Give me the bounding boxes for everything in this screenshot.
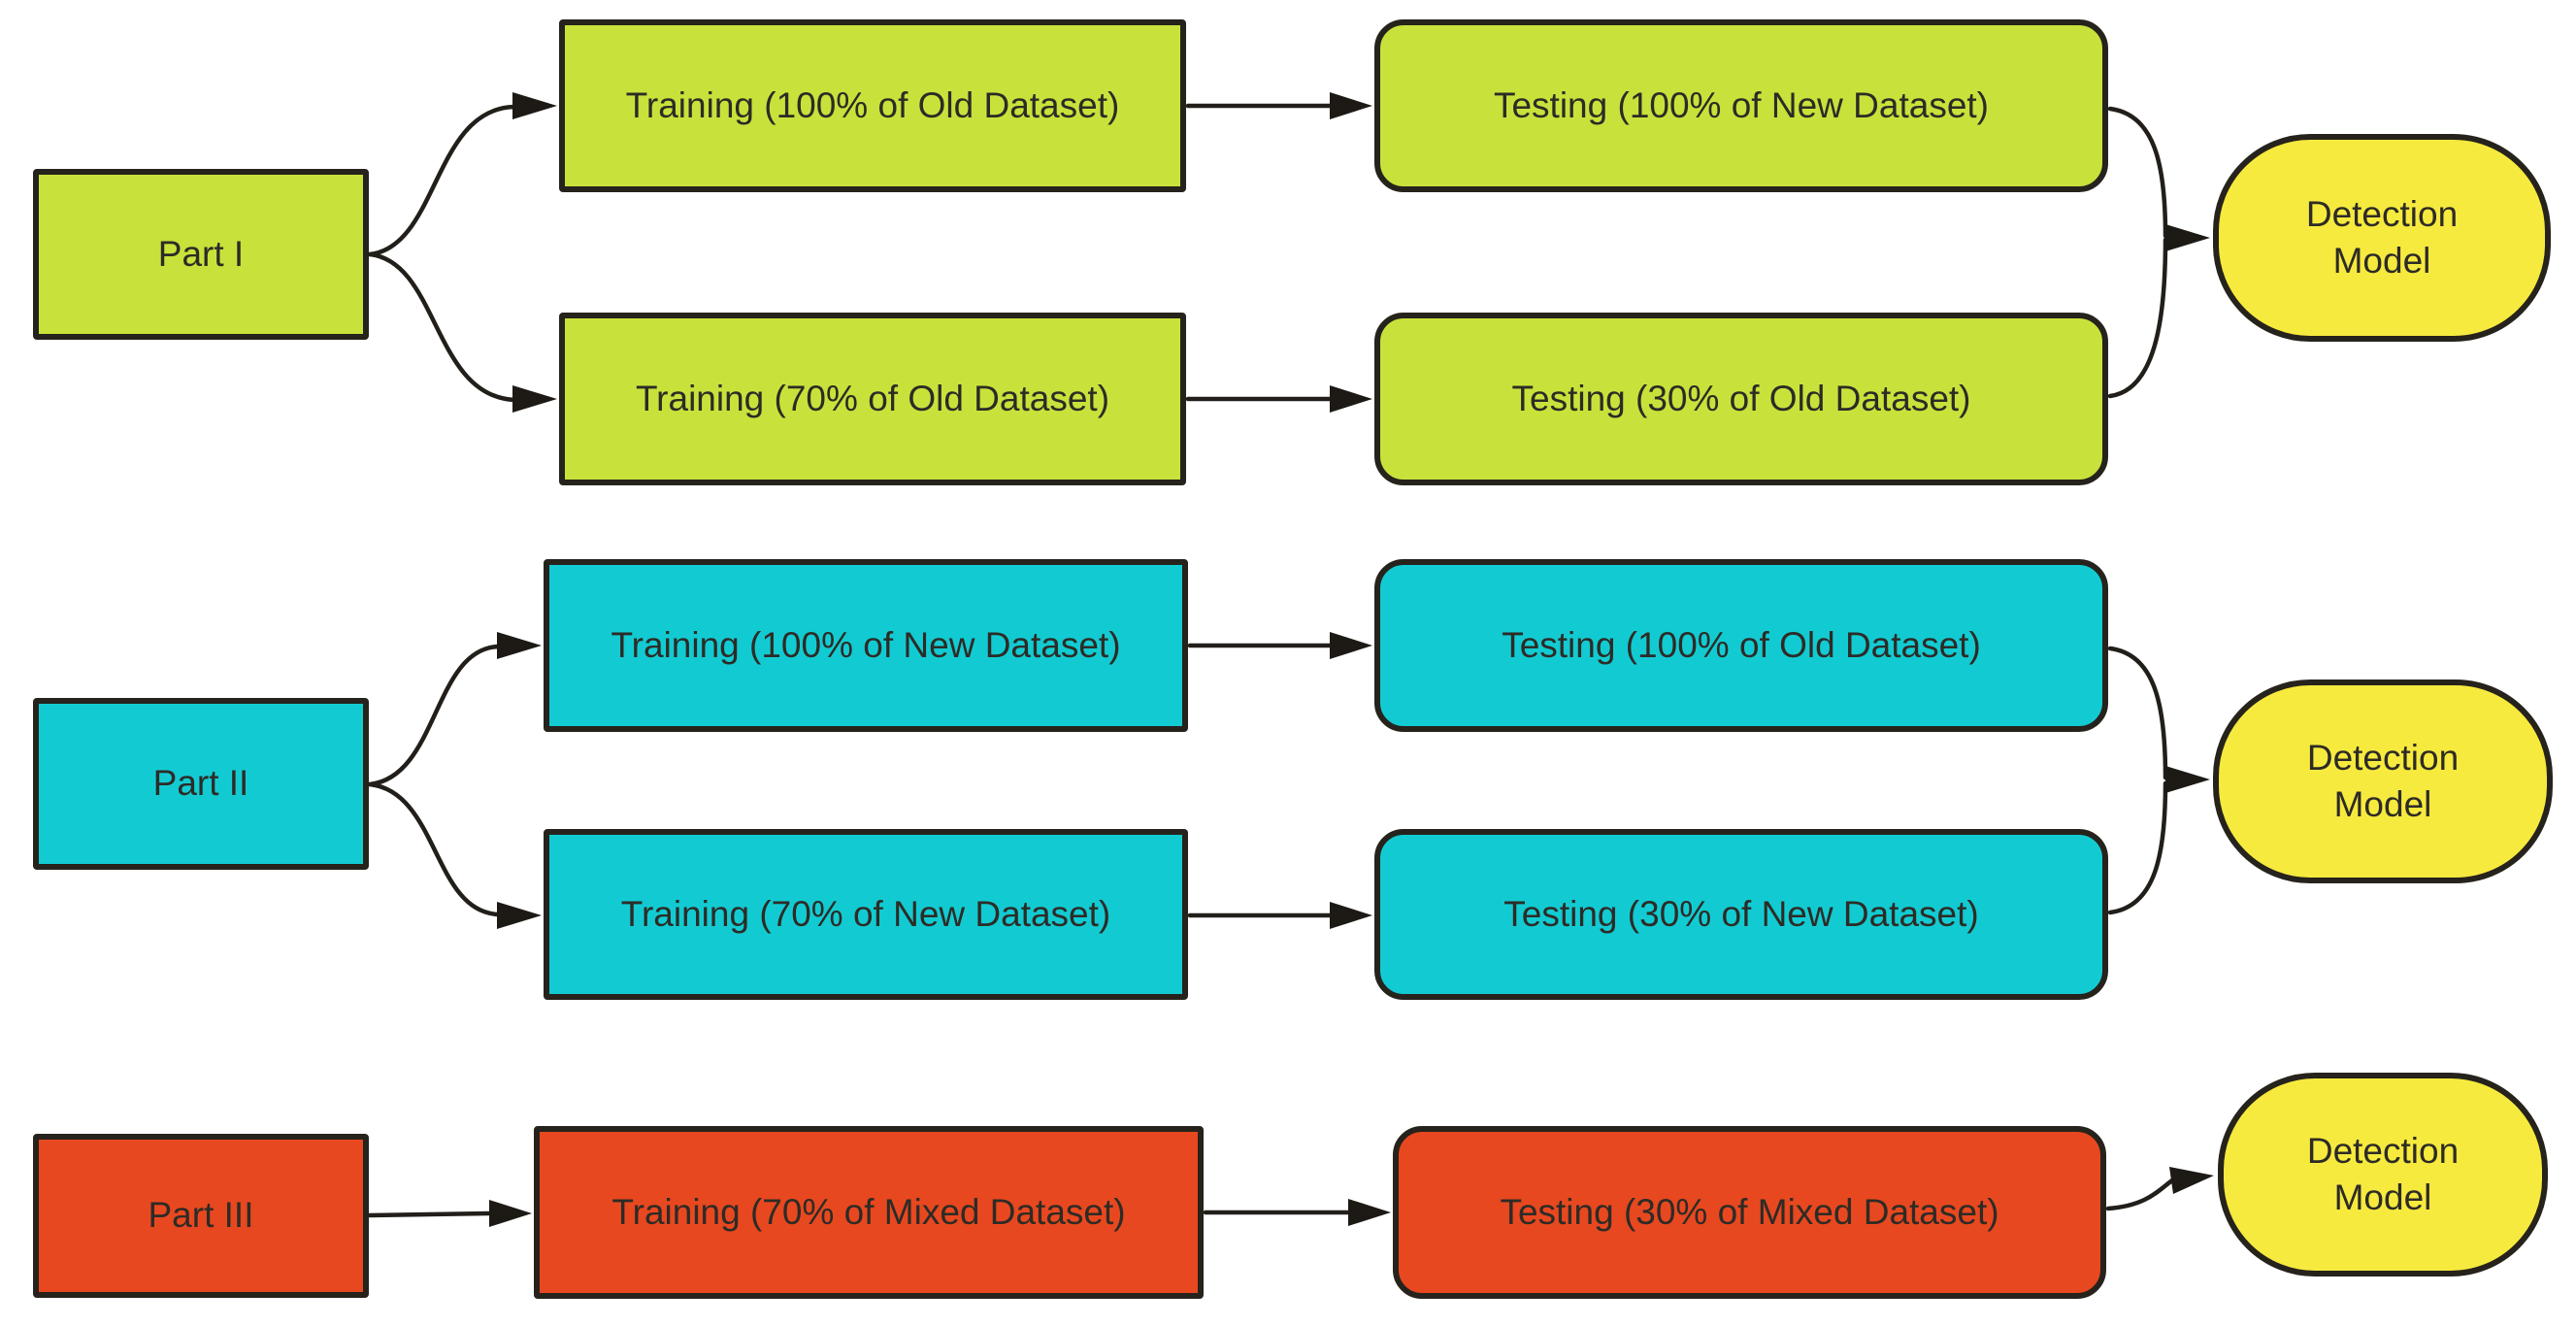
arrowhead-training1 xyxy=(512,92,557,119)
arrowhead-training2 xyxy=(512,385,557,413)
arrow-part1-to-training1 xyxy=(367,104,517,257)
arrow-testing1-to-model1 xyxy=(2107,106,2168,239)
arrow-testing4-to-model2 xyxy=(2107,780,2168,915)
arrowhead-model1 xyxy=(2165,224,2210,251)
part2-training1-label: Training (100% of New Dataset) xyxy=(611,624,1121,665)
part1-detection-model-label: Detection Model xyxy=(2305,193,2459,281)
arrowhead-training5 xyxy=(489,1200,532,1227)
part2-training1-node: Training (100% of New Dataset) xyxy=(544,559,1188,732)
part3-training1-node: Training (70% of Mixed Dataset) xyxy=(534,1126,1204,1299)
part2-testing2-label: Testing (30% of New Dataset) xyxy=(1503,893,1979,934)
arrow-testing5-to-model3 xyxy=(2105,1177,2175,1211)
part3-node: Part III xyxy=(33,1134,369,1298)
arrowhead-training4 xyxy=(497,902,542,929)
part1-training2-label: Training (70% of Old Dataset) xyxy=(635,378,1110,418)
part1-testing1-node: Testing (100% of New Dataset) xyxy=(1374,19,2108,192)
part2-training2-label: Training (70% of New Dataset) xyxy=(620,893,1111,934)
arrow-testing3-to-model2 xyxy=(2107,646,2168,780)
part3-detection-model-node: Detection Model xyxy=(2218,1073,2548,1276)
part2-detection-model-label: Detection Model xyxy=(2306,737,2460,824)
part1-training2-node: Training (70% of Old Dataset) xyxy=(559,313,1186,485)
arrow-part1-to-training2 xyxy=(367,251,517,403)
part1-testing1-label: Testing (100% of New Dataset) xyxy=(1493,84,1989,125)
arrowhead-testing2 xyxy=(1330,385,1372,413)
part3-training1-label: Training (70% of Mixed Dataset) xyxy=(611,1191,1126,1232)
part2-testing1-label: Testing (100% of Old Dataset) xyxy=(1502,624,1981,665)
part3-label: Part III xyxy=(148,1195,254,1236)
part3-testing1-node: Testing (30% of Mixed Dataset) xyxy=(1393,1126,2106,1299)
part2-node: Part II xyxy=(33,698,369,870)
part1-detection-model-node: Detection Model xyxy=(2213,134,2551,342)
part2-training2-node: Training (70% of New Dataset) xyxy=(544,829,1188,1000)
arrow-part2-to-training4 xyxy=(367,781,502,917)
part3-detection-model-label: Detection Model xyxy=(2306,1130,2460,1217)
part1-training1-node: Training (100% of Old Dataset) xyxy=(559,19,1186,192)
part1-node: Part I xyxy=(33,169,369,340)
part2-testing1-node: Testing (100% of Old Dataset) xyxy=(1374,559,2108,732)
arrowhead-model3 xyxy=(2169,1167,2214,1194)
part1-testing2-node: Testing (30% of Old Dataset) xyxy=(1374,313,2108,485)
arrowhead-model2 xyxy=(2165,766,2210,793)
arrowhead-testing5 xyxy=(1348,1199,1391,1226)
part3-testing1-label: Testing (30% of Mixed Dataset) xyxy=(1500,1191,1999,1232)
arrowhead-testing1 xyxy=(1330,92,1372,119)
arrow-testing2-to-model1 xyxy=(2107,237,2168,399)
part1-label: Part I xyxy=(157,233,245,274)
arrowhead-testing4 xyxy=(1330,902,1372,929)
part1-testing2-label: Testing (30% of Old Dataset) xyxy=(1511,378,1971,418)
arrowhead-training3 xyxy=(497,632,542,659)
arrowhead-testing3 xyxy=(1330,632,1372,659)
part2-label: Part II xyxy=(152,763,249,804)
part2-testing2-node: Testing (30% of New Dataset) xyxy=(1374,829,2108,1000)
arrow-part2-to-training3 xyxy=(367,644,502,787)
arrow-part3-to-training5 xyxy=(367,1210,492,1218)
part1-training1-label: Training (100% of Old Dataset) xyxy=(625,84,1120,125)
part2-detection-model-node: Detection Model xyxy=(2213,680,2553,883)
